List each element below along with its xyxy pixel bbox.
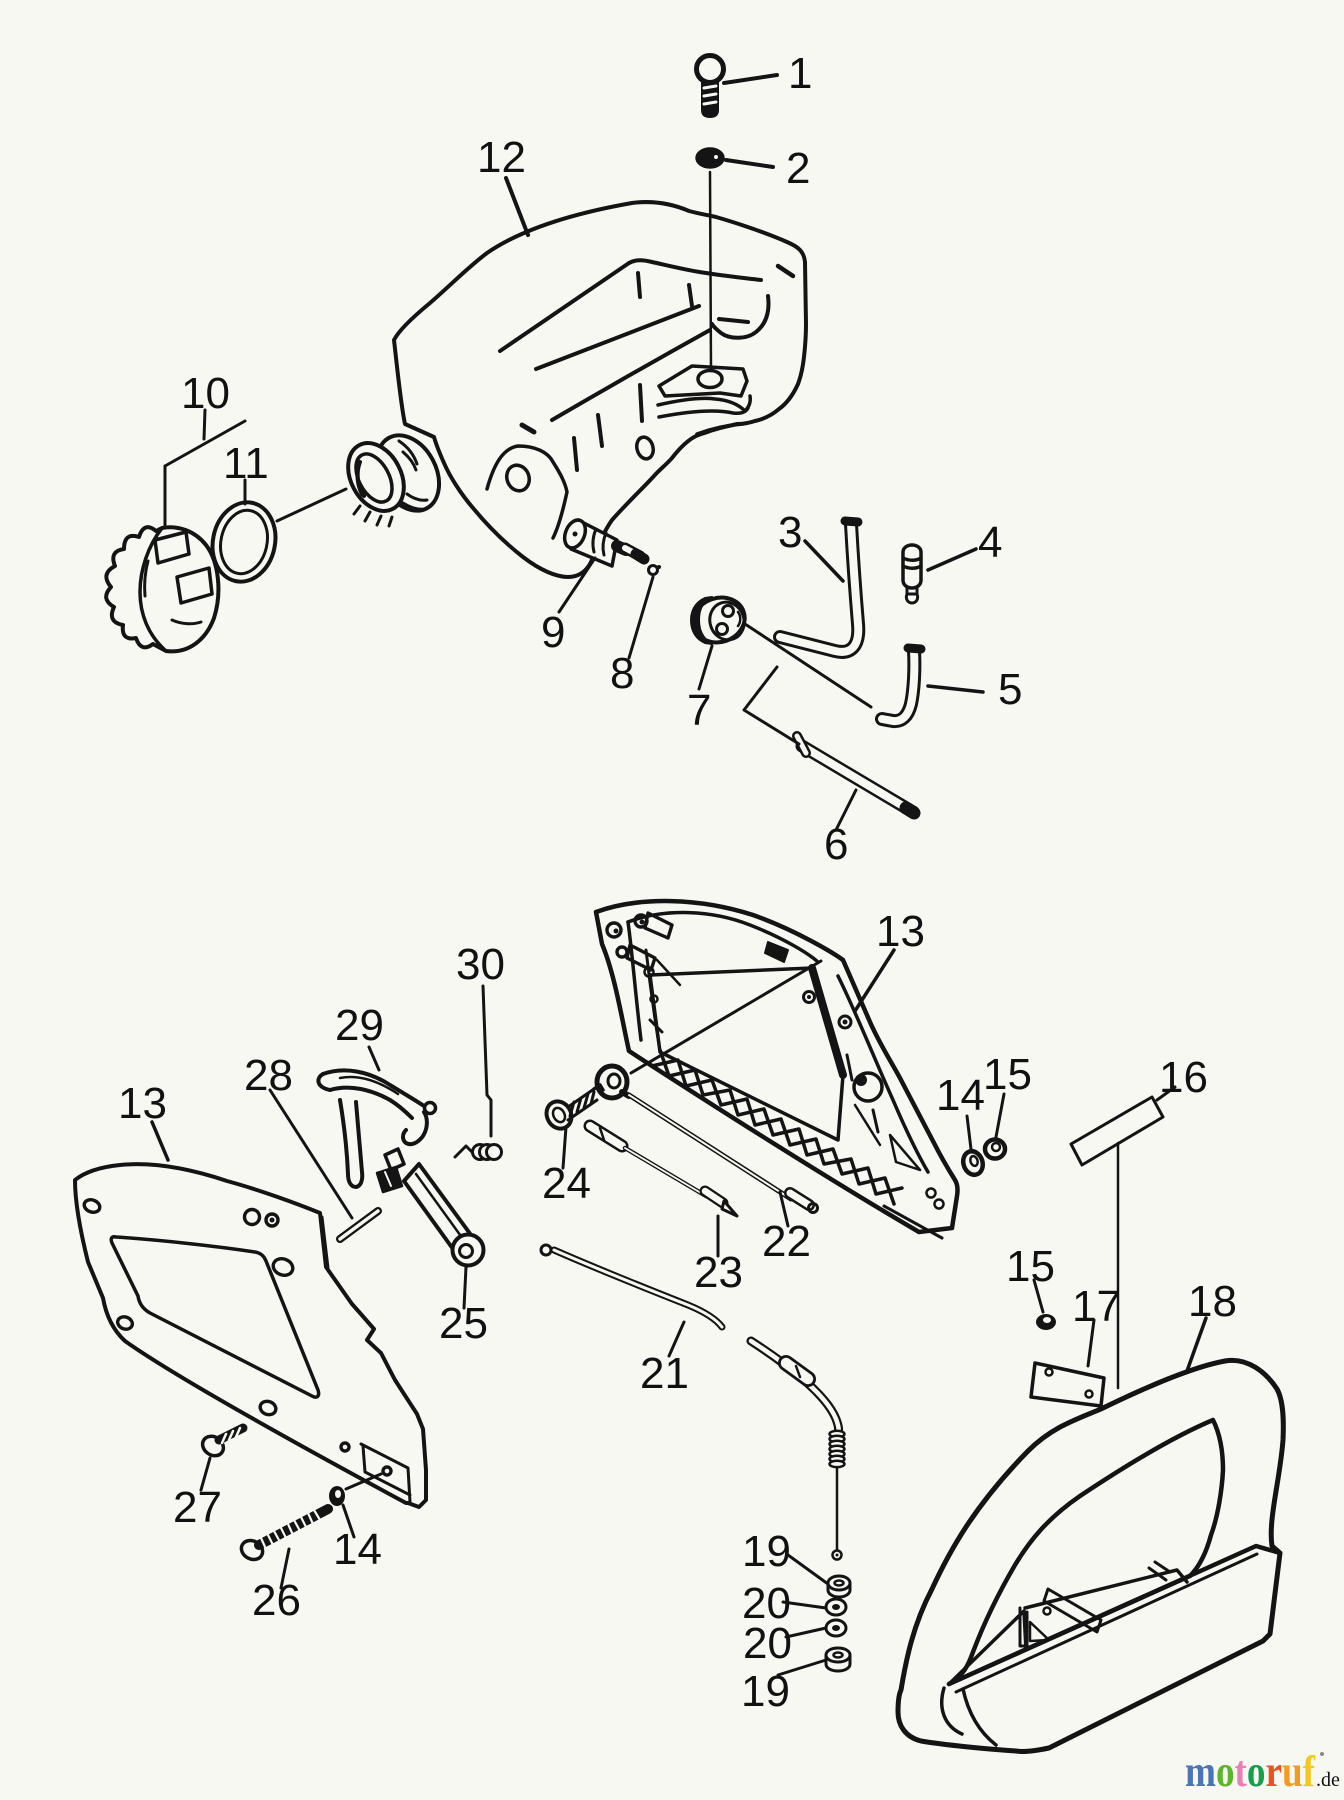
- svg-text:14: 14: [333, 1525, 382, 1574]
- svg-text:20: 20: [743, 1619, 792, 1668]
- svg-text:29: 29: [335, 1001, 384, 1050]
- svg-text:9: 9: [541, 608, 565, 657]
- svg-text:19: 19: [742, 1527, 791, 1576]
- svg-text:23: 23: [694, 1248, 743, 1297]
- svg-text:3: 3: [778, 508, 802, 557]
- svg-text:11: 11: [223, 439, 269, 488]
- svg-text:16: 16: [1159, 1053, 1208, 1102]
- svg-text:8: 8: [610, 649, 634, 698]
- svg-text:24: 24: [542, 1159, 591, 1208]
- svg-text:15: 15: [1006, 1242, 1055, 1291]
- svg-text:motoruf: motoruf: [1185, 1747, 1316, 1796]
- svg-text:13: 13: [876, 907, 925, 956]
- svg-text:6: 6: [824, 820, 848, 869]
- svg-text:2: 2: [786, 144, 810, 193]
- svg-text:30: 30: [456, 940, 505, 989]
- svg-text:10: 10: [181, 369, 230, 418]
- svg-text:.de: .de: [1316, 1769, 1340, 1791]
- svg-text:7: 7: [687, 686, 711, 735]
- svg-text:22: 22: [762, 1217, 811, 1266]
- svg-text:25: 25: [439, 1299, 488, 1348]
- svg-text:18: 18: [1188, 1277, 1237, 1326]
- svg-text:12: 12: [477, 133, 526, 182]
- svg-text:20: 20: [742, 1579, 791, 1628]
- svg-text:14: 14: [936, 1071, 985, 1120]
- svg-text:13: 13: [118, 1079, 167, 1128]
- svg-text:21: 21: [640, 1349, 689, 1398]
- svg-text:27: 27: [173, 1483, 222, 1532]
- svg-text:5: 5: [998, 665, 1022, 714]
- svg-text:19: 19: [741, 1667, 790, 1716]
- svg-text:28: 28: [244, 1051, 293, 1100]
- svg-text:1: 1: [788, 49, 812, 98]
- svg-text:4: 4: [978, 518, 1002, 567]
- svg-text:15: 15: [983, 1050, 1032, 1099]
- svg-text:17: 17: [1072, 1282, 1121, 1331]
- svg-text:26: 26: [252, 1576, 301, 1625]
